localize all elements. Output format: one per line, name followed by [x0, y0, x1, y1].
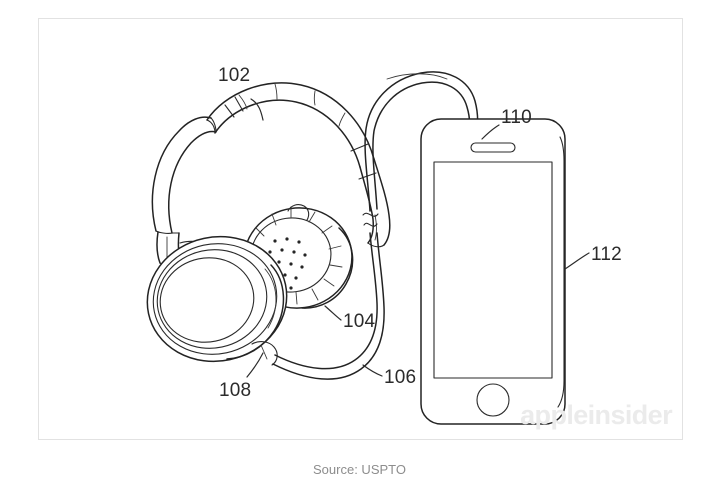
headphones-illustration	[146, 82, 391, 366]
ref-112: 112	[564, 244, 622, 270]
right-arm-outer-edge	[373, 158, 391, 246]
hatch-r2	[308, 211, 316, 223]
headband-joint-line-a	[224, 104, 235, 118]
ref-108: 108	[219, 352, 264, 401]
ref-106-label: 106	[384, 367, 416, 388]
right-cup-nub	[287, 204, 310, 221]
cable-break-upper	[363, 222, 378, 227]
ref-102-label: 102	[218, 65, 250, 86]
patent-figure-frame: 102 104 106 108 110	[38, 18, 683, 440]
ref-110-leader	[481, 124, 500, 140]
ref-104-leader	[324, 305, 342, 321]
ref-112-leader	[564, 252, 590, 270]
right-arm-shade	[374, 214, 377, 241]
headband-left-joint	[206, 119, 216, 134]
headband-left-inner	[168, 130, 217, 234]
ref-110: 110	[481, 107, 532, 140]
ref-108-label: 108	[219, 380, 251, 401]
left-cup-back-shade	[264, 268, 277, 329]
hatch-r13	[255, 227, 265, 237]
left-cup-back-crescent	[226, 264, 285, 360]
headband-joint-line-b	[234, 96, 244, 112]
hatch-r7	[311, 288, 319, 301]
headband-left-cap-bottom	[155, 230, 173, 234]
phone-device	[420, 118, 566, 425]
cable-lower-left-edge	[272, 232, 385, 380]
headband-hatch-1	[238, 94, 248, 110]
cable-arc-shade	[386, 73, 448, 80]
ref-106-leader	[362, 364, 383, 377]
left-ear-cup	[146, 235, 288, 363]
ref-104-label: 104	[343, 311, 376, 332]
ref-102-leader	[250, 98, 264, 121]
junction-outline	[251, 341, 278, 366]
ref-108-leader	[246, 352, 264, 378]
junction-line	[260, 344, 268, 360]
headband-arch-inner	[214, 99, 361, 168]
left-arm-outer-edge	[156, 231, 161, 264]
ref-104: 104	[324, 305, 376, 332]
right-arm-tip	[367, 242, 385, 248]
cable-ear-cup-junction	[251, 341, 278, 366]
cable-lower-right-edge	[274, 232, 378, 370]
hatch-r6	[323, 278, 335, 287]
patent-drawing: 102 104 106 108 110	[146, 65, 622, 425]
hatch-r3	[321, 225, 333, 234]
left-cup-pad-face	[159, 257, 255, 343]
cable-break-lower	[362, 212, 379, 217]
source-caption: Source: USPTO	[313, 462, 406, 477]
hatch-r4	[328, 245, 342, 250]
ref-102: 102	[218, 65, 264, 121]
headband-group	[151, 82, 377, 234]
ref-106: 106	[362, 364, 416, 388]
headband-hatch-2	[274, 83, 278, 100]
home-button	[476, 383, 510, 417]
phone-edge-highlight	[557, 136, 565, 408]
headband-arch-outer	[206, 82, 375, 160]
right-cup-back-edge	[301, 227, 354, 309]
appleinsider-watermark: appleinsider	[520, 400, 672, 430]
headphone-cable	[272, 71, 479, 380]
headband-hatch-3	[313, 90, 316, 106]
headband-hatch-4	[338, 112, 346, 127]
hatch-r8	[295, 291, 298, 305]
headband-left-outer	[151, 116, 212, 232]
cable-upper-right-edge	[372, 81, 471, 210]
hatch-r5	[329, 264, 343, 268]
hatch-r14	[271, 213, 277, 226]
ref-110-label: 110	[501, 107, 532, 128]
earpiece-speaker-slot	[470, 142, 516, 153]
ref-112-label: 112	[591, 244, 622, 265]
phone-screen	[433, 161, 553, 379]
